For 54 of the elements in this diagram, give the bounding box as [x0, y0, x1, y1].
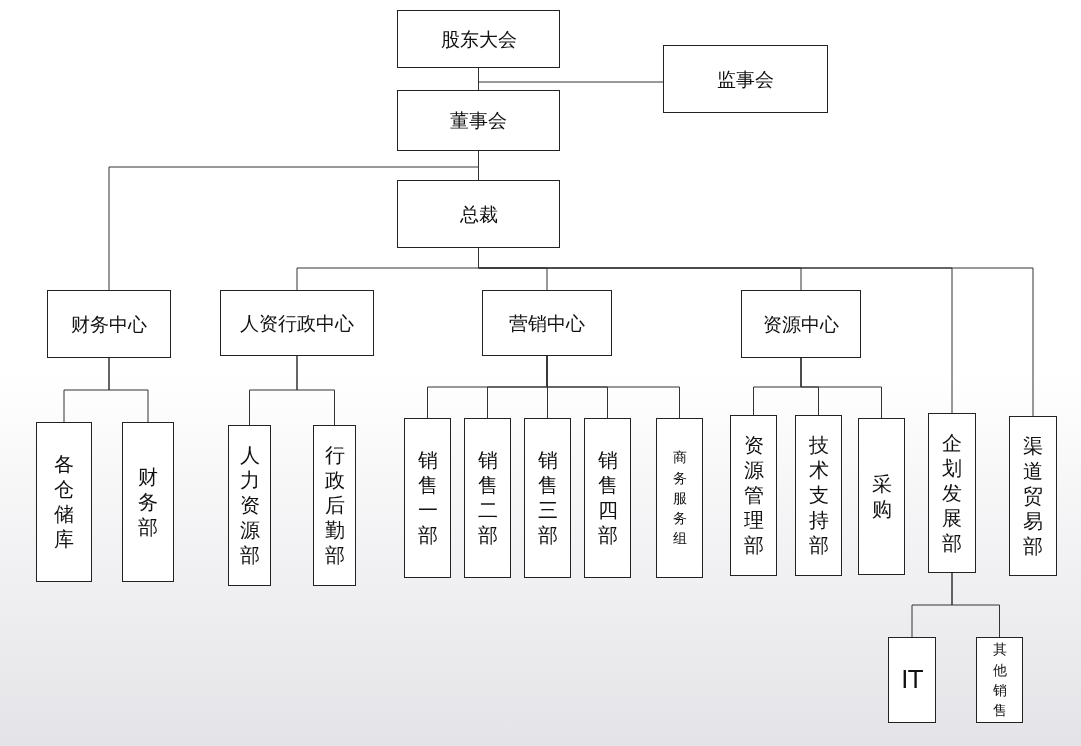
org-box: [36, 422, 92, 582]
unit-name: 财务部: [138, 464, 158, 540]
unit-name: 技术支持部: [808, 433, 829, 558]
unit-name: 销售一部: [417, 448, 438, 548]
org-box: [524, 418, 571, 578]
unit-name: 销售四部: [597, 448, 618, 548]
org-box: [656, 418, 703, 578]
unit-name: 采购: [871, 471, 892, 522]
unit-name: 总裁: [459, 201, 498, 227]
org-box: [122, 422, 174, 582]
org-box: [397, 90, 560, 151]
org-box: [663, 45, 828, 113]
org-box: [404, 418, 451, 578]
unit-name: 销售二部: [477, 448, 498, 548]
unit-name: 人资行政中心: [240, 310, 354, 336]
unit-name: 销售三部: [537, 448, 558, 548]
unit-name: IT: [901, 665, 923, 696]
connector-line: [108, 357, 149, 423]
connector-line: [951, 572, 1000, 638]
connector-line: [546, 355, 680, 419]
unit-name: 资源管理部: [743, 433, 764, 558]
org-box: [313, 425, 356, 586]
org-box: [858, 418, 905, 575]
org-box: [228, 425, 271, 586]
org-box: [397, 10, 560, 68]
unit-name: 渠道贸易部: [1023, 433, 1043, 559]
org-box: [47, 290, 171, 358]
org-box: [397, 180, 560, 248]
unit-name: 行政后勤部: [324, 443, 345, 568]
org-box: [1009, 416, 1057, 576]
unit-name: 股东大会: [440, 26, 517, 52]
org-box: [482, 290, 612, 356]
unit-name: 财务中心: [71, 311, 147, 337]
connector-line: [478, 67, 479, 91]
org-box: [584, 418, 631, 578]
unit-name: 企划发展部: [942, 430, 962, 556]
org-box: [741, 290, 861, 358]
unit-name: 各仓储库: [54, 452, 74, 552]
org-box: [888, 637, 936, 723]
org-box: [795, 415, 842, 576]
unit-name: 其他销售: [992, 640, 1007, 721]
unit-name: 监事会: [717, 66, 774, 92]
unit-name: 董事会: [450, 108, 507, 134]
connector-line: [800, 357, 882, 419]
org-box: [464, 418, 511, 578]
org-box: [928, 413, 976, 573]
unit-name: 商务服务组: [672, 448, 687, 549]
unit-name: 人力资源部: [239, 443, 260, 568]
unit-name: 营销中心: [509, 310, 585, 336]
org-box: [220, 290, 374, 356]
org-box: [730, 415, 777, 576]
connector-line: [296, 355, 335, 426]
org-box: [976, 637, 1023, 723]
unit-name: 资源中心: [763, 311, 839, 337]
